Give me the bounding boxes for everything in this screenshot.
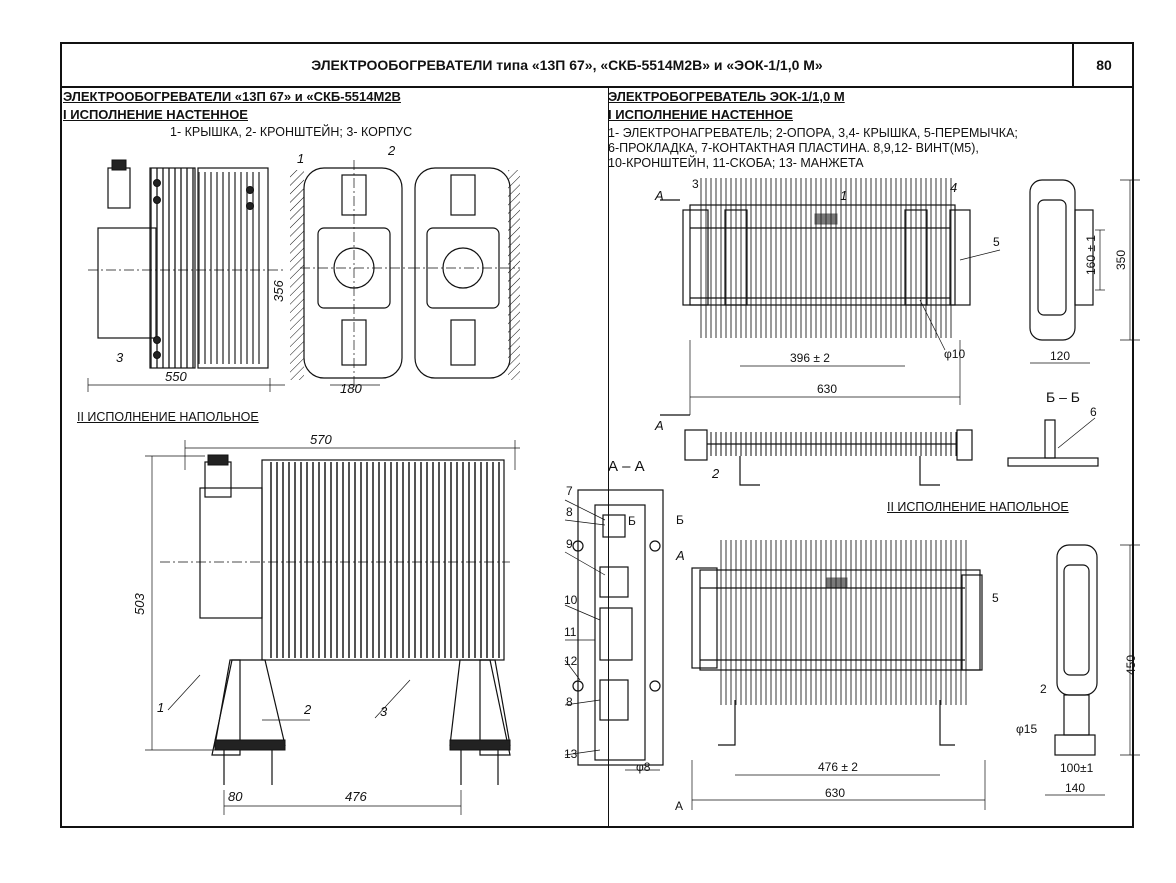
dim-630-floor: 630 [825,786,845,800]
wall-heater-rear-view [410,167,520,380]
callout-4: 4 [950,180,957,195]
dim-100: 100±1 [1060,761,1094,775]
callout-floor-3: 3 [380,704,388,719]
dim-phi10: φ10 [944,347,965,361]
section-aa-detail [564,489,664,771]
eok-floor-front-view [691,540,986,810]
eok-top-view [684,429,973,486]
right-legend-line-2: 6-ПРОКЛАДКА, 7-КОНТАКТНАЯ ПЛАСТИНА. 8,9,… [608,141,979,155]
right-heading: ЭЛЕКТРОБОГРЕВАТЕЛЬ ЭОК-1/1,0 М [608,89,845,104]
callout-left-2: 2 [387,143,396,158]
dim-630: 630 [817,382,837,396]
dim-350: 350 [1114,250,1128,270]
callout-8b: 8 [566,695,573,709]
dim-550: 550 [165,369,187,384]
eok-floor-side-view [1045,544,1140,796]
eok-wall-front-view [660,178,1001,416]
left-heading: ЭЛЕКТРООБОГРЕВАТЕЛИ «13П 67» и «СКБ-5514… [63,89,401,104]
mark-a-bottom: А [654,418,664,433]
callout-5: 5 [993,235,1000,249]
section-aa-label: А – А [608,458,645,475]
dim-503: 503 [132,593,147,615]
callout-1: 1 [840,188,847,203]
left-wall-legend: 1- КРЫШКА, 2- КРОНШТЕЙН; 3- КОРПУС [170,125,413,139]
right-legend-line-3: 10-КРОНШТЕЙН, 11-СКОБА; 13- МАНЖЕТА [608,156,864,170]
mark-a-floor: А [675,548,685,563]
callout-floor-1: 1 [157,700,164,715]
page-title: ЭЛЕКТРООБОГРЕВАТЕЛИ типа «13П 67», «СКБ-… [311,57,823,73]
dim-phi8: φ8 [636,760,651,774]
callout-3: 3 [692,177,699,191]
callout-7: 7 [566,484,573,498]
dim-476-right: 476 ± 2 [818,760,858,774]
mark-b-section: Б [676,513,684,527]
callout-2: 2 [711,466,720,481]
dim-476-left: 476 [345,789,367,804]
dim-80: 80 [228,789,243,804]
callout-5b: 5 [992,591,999,605]
callout-8: 8 [566,505,573,519]
dim-396: 396 ± 2 [790,351,830,365]
mark-a-floor-bottom: А [675,799,683,813]
mark-b-detail: Б [628,514,636,528]
dim-phi15: φ15 [1016,722,1037,736]
right-floor-heading: II ИСПОЛНЕНИЕ НАПОЛЬНОЕ [887,500,1069,514]
dim-160: 160 ± 1 [1084,235,1098,275]
column-divider [608,88,609,828]
section-bb-view [1007,417,1099,467]
page-number: 80 [1072,44,1134,86]
callout-9: 9 [566,537,573,551]
callout-12: 12 [564,654,578,668]
dim-180: 180 [340,381,362,396]
dim-450: 450 [1124,655,1138,675]
dim-140: 140 [1065,781,1085,795]
callout-13: 13 [564,747,578,761]
dim-120: 120 [1050,349,1070,363]
title-bar: ЭЛЕКТРООБОГРЕВАТЕЛИ типа «13П 67», «СКБ-… [62,44,1134,88]
mark-a-top: А [654,188,664,203]
section-bb-label: Б – Б [1046,389,1080,405]
right-legend-line-1: 1- ЭЛЕКТРОНАГРЕВАТЕЛЬ; 2-ОПОРА, 3,4- КРЫ… [608,126,1018,140]
floor-heater-view [145,440,520,815]
callout-6: 6 [1090,405,1097,419]
left-wall-heading: I ИСПОЛНЕНИЕ НАСТЕННОЕ [63,107,248,122]
callout-10: 10 [564,593,578,607]
callout-left-3: 3 [116,350,124,365]
dim-570: 570 [310,432,332,447]
left-floor-heading: II ИСПОЛНЕНИЕ НАПОЛЬНОЕ [77,410,259,424]
callout-2-floor: 2 [1040,682,1047,696]
eok-wall-side-view [1029,179,1140,364]
callout-floor-2: 2 [303,702,312,717]
dim-356: 356 [271,280,286,302]
callout-11: 11 [564,625,577,639]
wall-heater-front-view [290,160,410,390]
drawing-sheet: ЭЛЕКТРООБОГРЕВАТЕЛИ типа «13П 67», «СКБ-… [60,42,1134,828]
right-wall-heading: I ИСПОЛНЕНИЕ НАСТЕННОЕ [608,107,793,122]
wall-heater-side-view [87,159,285,392]
callout-left-1: 1 [297,151,304,166]
